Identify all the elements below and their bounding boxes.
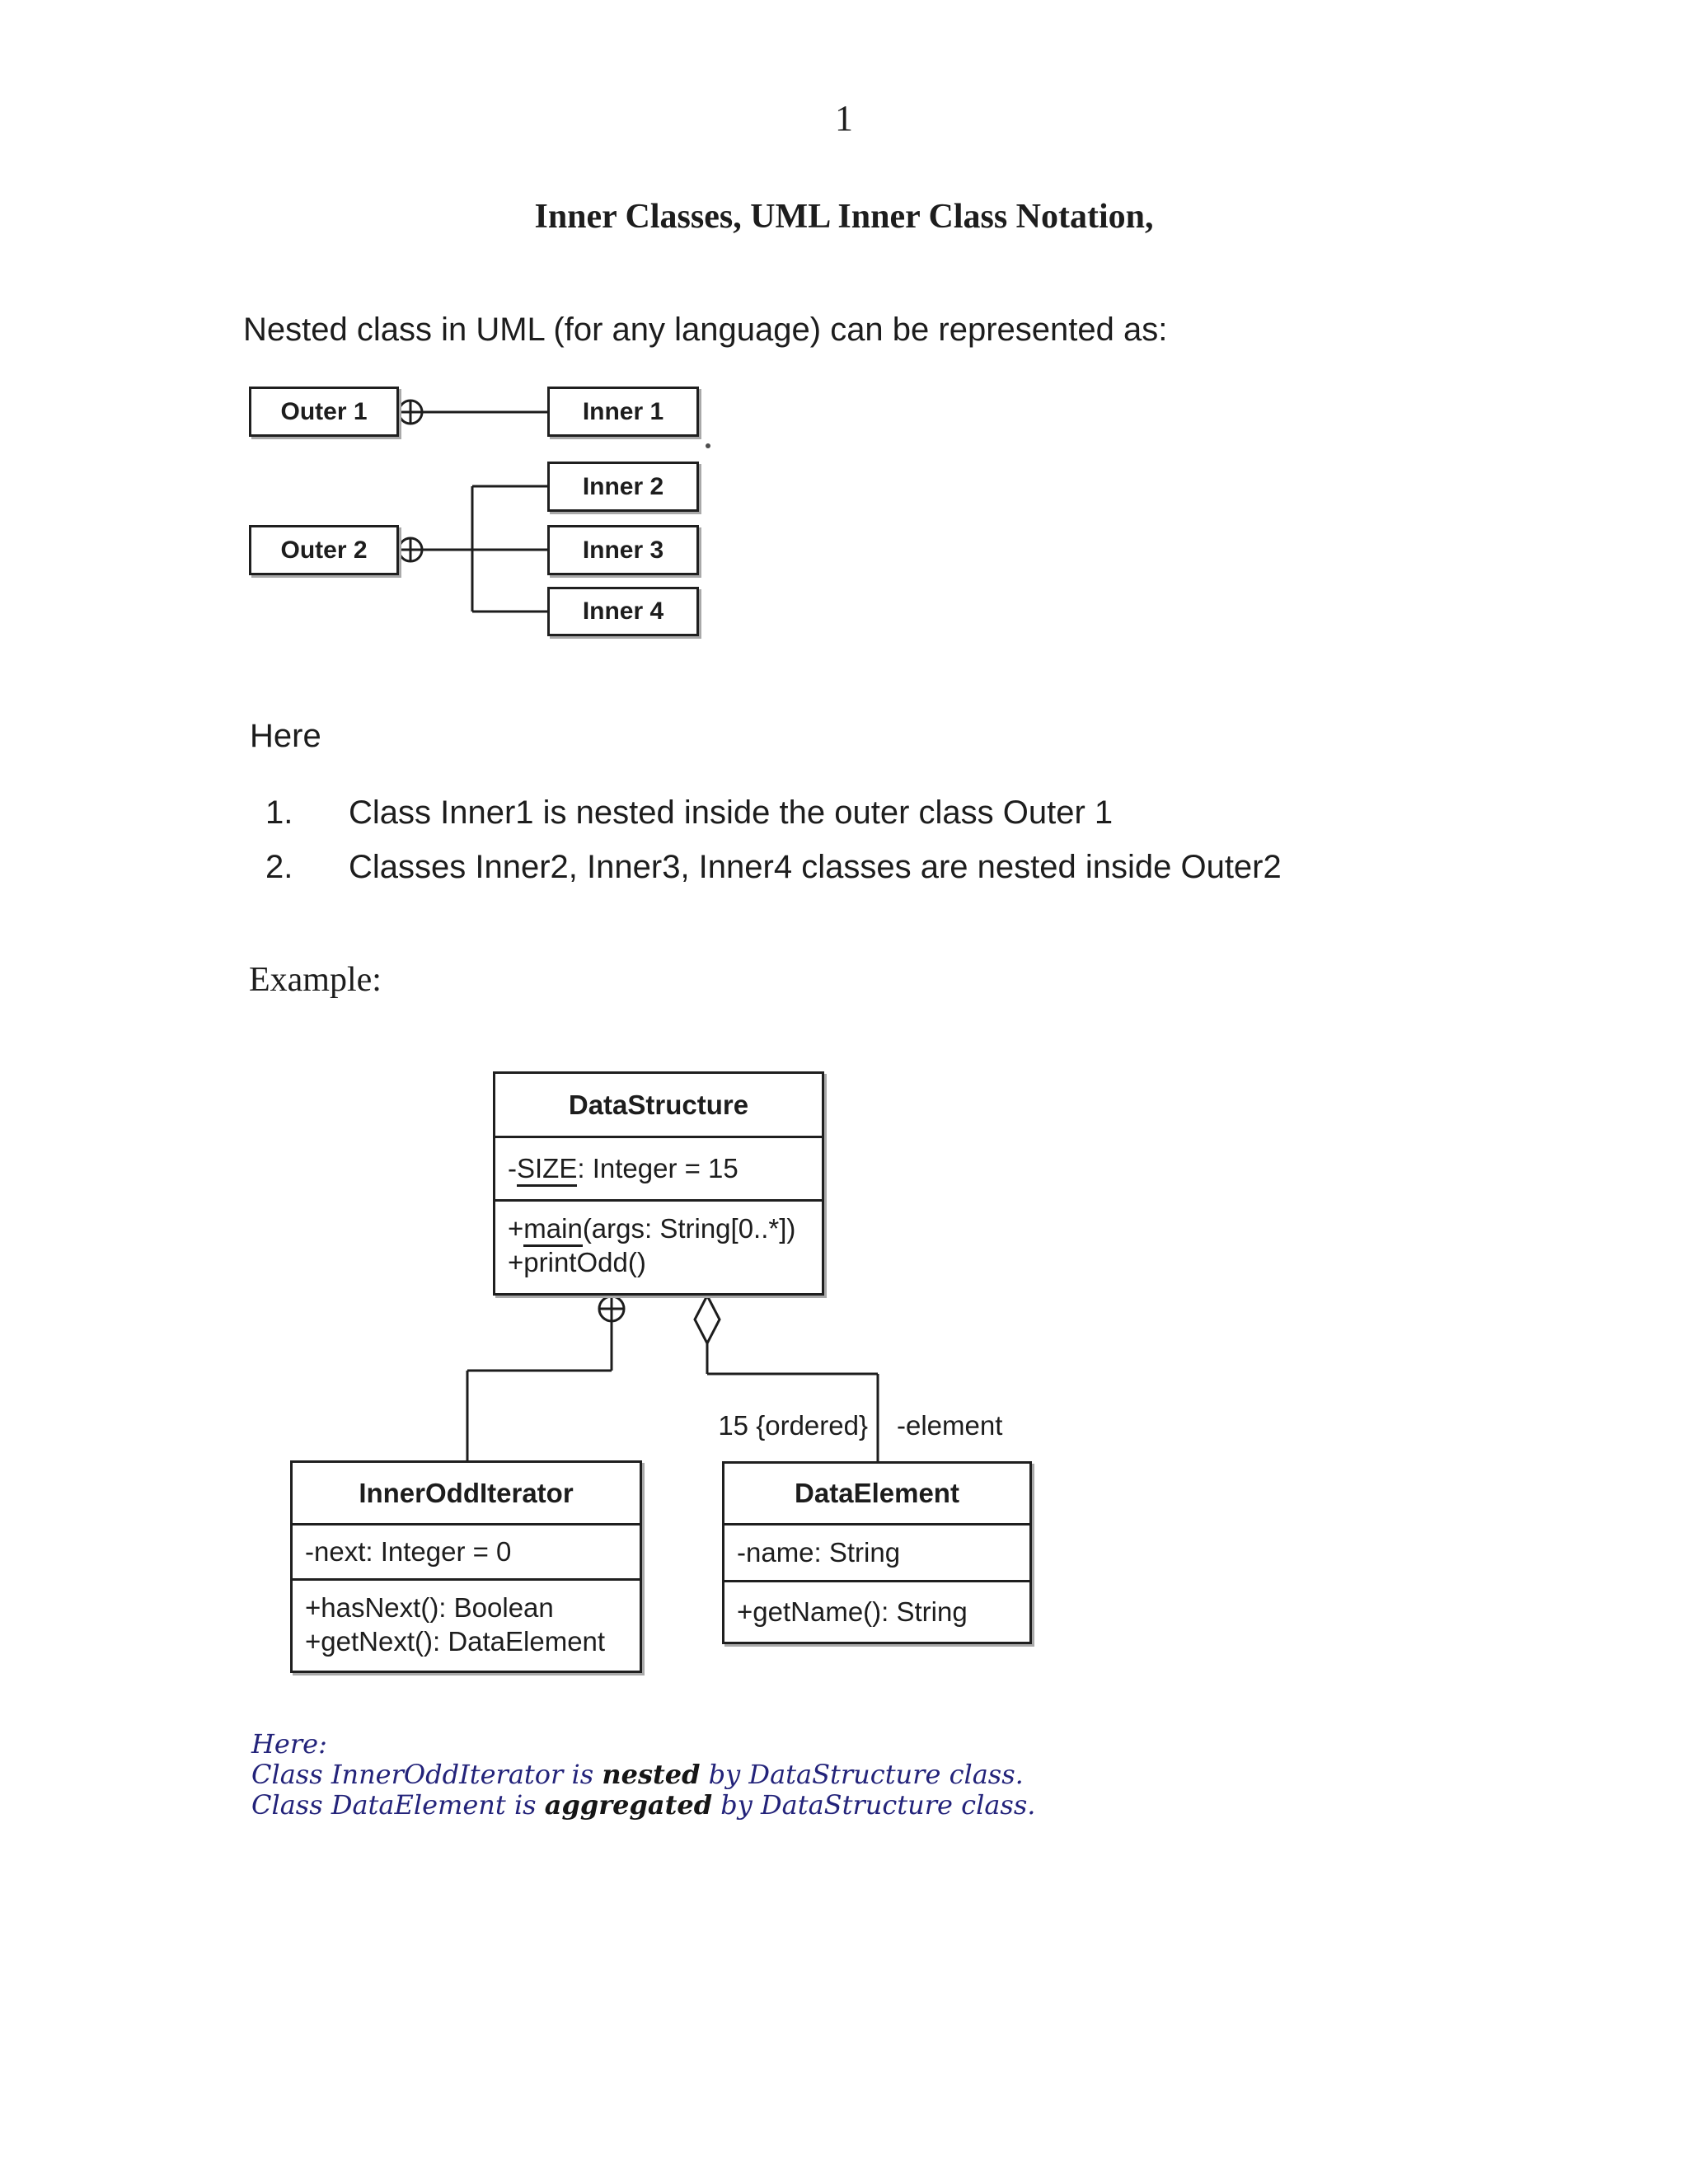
class-box-outer2: Outer 2 (249, 525, 399, 575)
method-line: +printOdd() (508, 1247, 646, 1277)
attribute-underlined: SIZE (517, 1153, 578, 1187)
containment-anchor-icon (397, 399, 424, 425)
list-item-text: Class Inner1 is nested inside the outer … (349, 794, 1114, 831)
method-line: +main(args: String[0..*]) (508, 1212, 822, 1247)
stray-dot (706, 443, 710, 448)
list-item-number: 1. (265, 794, 293, 831)
class-box-label: Inner 4 (582, 598, 664, 625)
role-label: -element (897, 1410, 1003, 1441)
class-attributes: -name: String (724, 1523, 1029, 1580)
list-item-text: Classes Inner2, Inner3, Inner4 classes a… (349, 849, 1282, 885)
attribute-rest: : Integer = 15 (577, 1153, 738, 1183)
list-item-number: 2. (265, 849, 293, 885)
class-box-label: Inner 3 (582, 536, 664, 564)
uml-class-inneroditerator: InnerOddIterator -next: Integer = 0 +has… (290, 1460, 642, 1673)
class-name: InnerOddIterator (359, 1477, 574, 1508)
class-box-label: Inner 2 (582, 472, 664, 500)
footer-bold-word: nested (602, 1759, 701, 1790)
method-underlined: main (523, 1213, 583, 1247)
document-title: Inner Classes, UML Inner Class Notation, (534, 198, 1154, 236)
uml-class-datastructure: DataStructure -SIZE: Integer = 15 +main(… (493, 1071, 824, 1296)
here-heading: Here (250, 718, 321, 754)
class-box-inner3: Inner 3 (547, 525, 699, 575)
containment-anchor-icon (397, 537, 424, 563)
multiplicity-label: 15 {ordered} (718, 1410, 868, 1441)
class-methods: +hasNext(): Boolean +getNext(): DataElem… (293, 1578, 640, 1671)
class-name: DataStructure (568, 1089, 749, 1120)
class-box-label: Outer 1 (280, 397, 368, 425)
footer-note: Here: Class InnerOddIterator is nested b… (251, 1729, 1405, 1821)
class-attributes: -next: Integer = 0 (293, 1523, 640, 1578)
class-methods: +getName(): String (724, 1580, 1029, 1642)
class-box-inner4: Inner 4 (547, 587, 699, 636)
uml-class-dataelement: DataElement -name: String +getName(): St… (722, 1461, 1032, 1644)
class-attributes: -SIZE: Integer = 15 (495, 1136, 822, 1199)
method-line: +hasNext(): Boolean (305, 1592, 554, 1623)
footer-line: Class InnerOddIterator is nested by Data… (251, 1759, 1024, 1790)
page-number: 1 (835, 98, 853, 138)
class-name: DataElement (795, 1478, 959, 1508)
aggregation-diamond-icon (693, 1292, 721, 1347)
method-line: +getNext(): DataElement (305, 1626, 606, 1657)
class-box-label: Outer 2 (280, 536, 368, 564)
class-box-inner1: Inner 1 (547, 387, 699, 437)
class-box-label: Inner 1 (582, 397, 664, 425)
footer-line: Here: (251, 1728, 327, 1760)
example-heading: Example: (249, 961, 382, 999)
class-box-inner2: Inner 2 (547, 462, 699, 512)
attribute-prefix: - (508, 1153, 517, 1183)
class-box-outer1: Outer 1 (249, 387, 399, 437)
class-methods: +main(args: String[0..*]) +printOdd() (495, 1199, 822, 1296)
footer-bold-word: aggregated (544, 1789, 713, 1821)
footer-line: Class DataElement is aggregated by DataS… (251, 1789, 1036, 1821)
intro-paragraph: Nested class in UML (for any language) c… (243, 312, 1168, 348)
containment-anchor-icon (598, 1295, 626, 1323)
